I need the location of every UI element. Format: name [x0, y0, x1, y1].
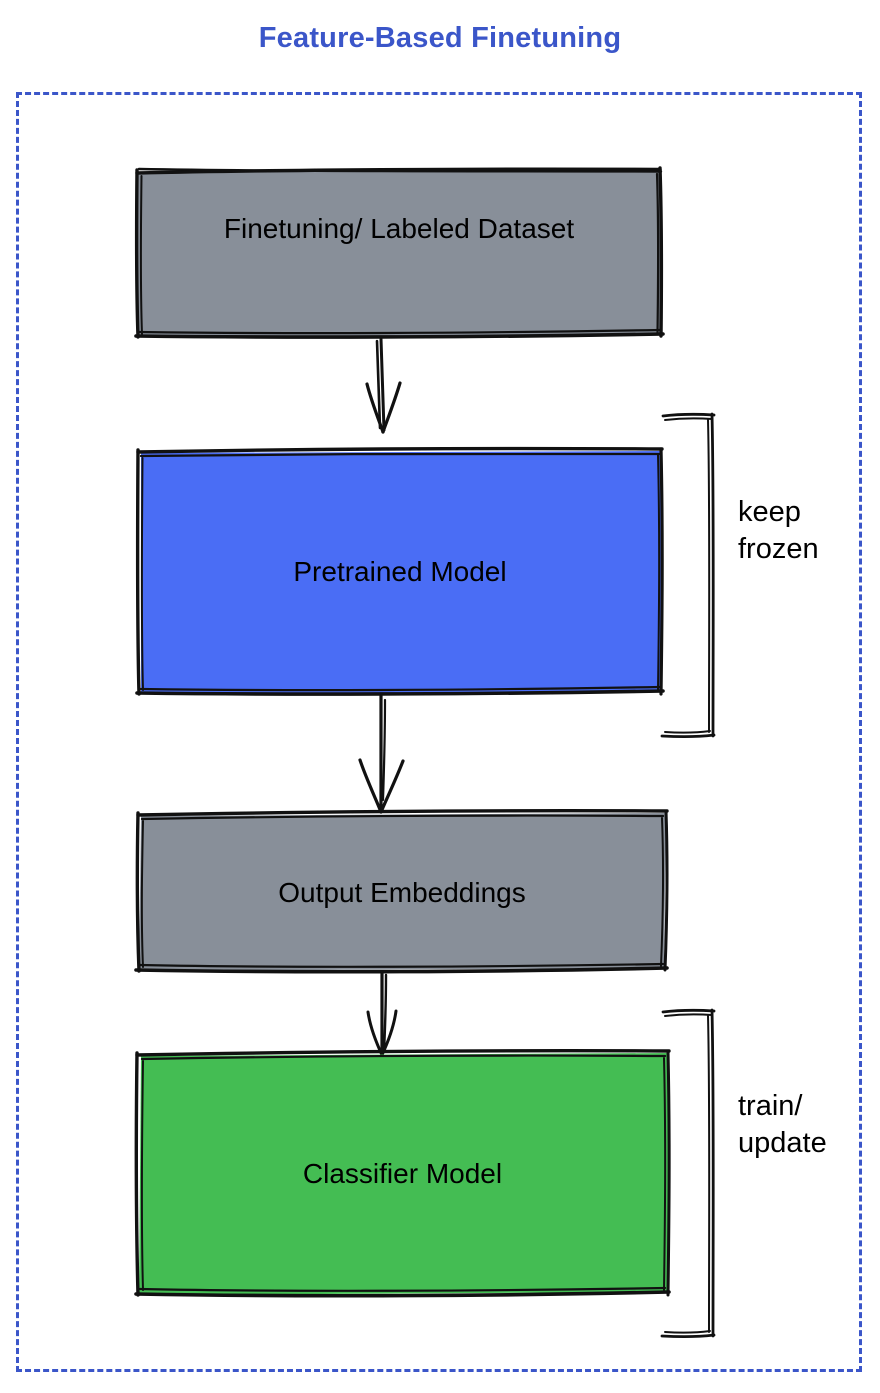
edge-dataset-to-pretrained-shape [365, 337, 402, 434]
node-pretrained-shape [135, 446, 665, 696]
page-title: Feature-Based Finetuning [258, 22, 622, 54]
bracket-train-update [660, 1008, 716, 1339]
node-classifier-shape [134, 1049, 671, 1298]
node-dataset-label: Finetuning/ Labeled Dataset [223, 213, 575, 244]
node-embeddings-label: Output Embeddings [278, 877, 526, 908]
node-embeddings-shape [134, 809, 669, 974]
annotation-train-update-line1: train/ [738, 1090, 803, 1122]
node-embeddings[interactable]: Output Embeddings [138, 813, 666, 973]
diagram-frame [16, 92, 862, 1372]
annotation-keep-frozen: keep frozen [738, 494, 819, 568]
annotation-keep-frozen-line1: keep [738, 496, 801, 528]
annotation-train-update: train/ update [738, 1088, 827, 1162]
node-dataset[interactable]: Finetuning/ Labeled Dataset [136, 170, 662, 337]
edge-pretrained-to-embeddings-shape [358, 694, 405, 814]
node-pretrained-label: Pretrained Model [293, 556, 507, 587]
node-classifier-label: Classifier Model [302, 1157, 503, 1189]
node-pretrained[interactable]: Pretrained Model [138, 450, 662, 694]
node-dataset-shape [134, 166, 665, 339]
node-classifier[interactable]: Classifier Model [137, 1052, 668, 1295]
annotation-train-update-line2: update [738, 1127, 827, 1160]
annotation-keep-frozen-line2: frozen [738, 533, 819, 566]
bracket-keep-frozen [660, 412, 716, 739]
